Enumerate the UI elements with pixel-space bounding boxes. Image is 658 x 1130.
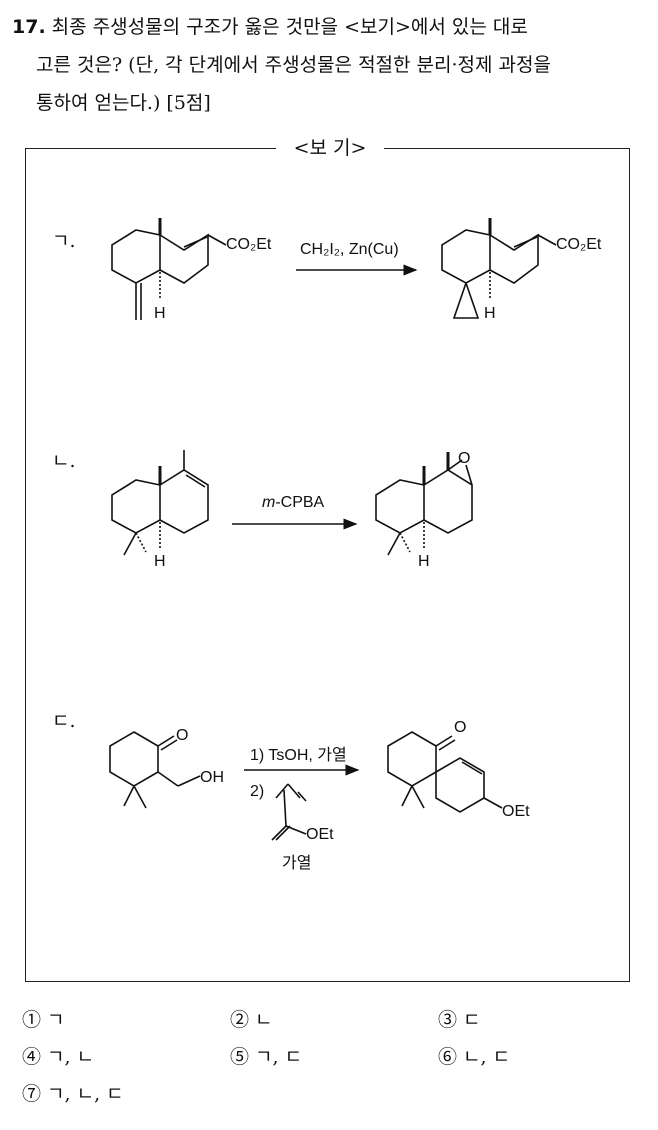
choice-7[interactable]: ⑦ ㄱ, ㄴ, ㄷ (22, 1083, 124, 1105)
reaction-c-start-o: O (176, 727, 188, 744)
choice-5[interactable]: ⑤ ㄱ, ㄷ (230, 1046, 303, 1068)
reaction-c-product-oet: OEt (502, 803, 530, 820)
item-label-b: ㄴ. (52, 450, 76, 472)
reaction-a-start-h: H (154, 305, 166, 322)
reaction-a-product (441, 218, 557, 319)
reaction-a-start-ester: CO₂Et (226, 236, 272, 253)
reaction-b-product-h: H (418, 553, 430, 570)
question-number: 17. (12, 16, 46, 38)
reaction-c-reagent-2: 2) (250, 783, 264, 800)
reaction-b-starting-material (111, 450, 209, 556)
reaction-a-product-h: H (484, 305, 496, 322)
reaction-a-starting-material (111, 218, 227, 320)
reaction-b-product (375, 452, 473, 556)
reaction-c-start-oh: OH (200, 769, 224, 786)
question-line-3: 통하여 얻는다.) [5점] (36, 92, 211, 114)
choice-1[interactable]: ① ㄱ (22, 1009, 65, 1031)
item-label-c: ㄷ. (52, 710, 76, 732)
choice-6[interactable]: ⑥ ㄴ, ㄷ (438, 1046, 511, 1068)
question-stem: 17.최종 주생성물의 구조가 옳은 것만을 <보기>에서 있는 대로 고른 것… (12, 8, 648, 122)
reaction-c-product (387, 731, 503, 813)
reaction-c-product-o: O (454, 719, 466, 736)
reaction-c-reagent-1: 1) TsOH, 가열 (250, 746, 347, 764)
reaction-a-reagent: CH₂I₂, Zn(Cu) (300, 241, 399, 258)
bogi-title: <보 기> (276, 135, 384, 161)
reaction-b-product-o: O (458, 450, 470, 467)
reaction-b-reagent: m-CPBA (262, 494, 325, 511)
item-label-a: ㄱ. (52, 230, 76, 252)
reaction-c-starting-material (109, 731, 201, 809)
choice-2[interactable]: ② ㄴ (230, 1009, 273, 1031)
question-line-2: 고른 것은? (단, 각 단계에서 주생성물은 적절한 분리·정제 과정을 (36, 54, 551, 76)
reaction-c-reagent-condition: 가열 (282, 854, 311, 872)
reaction-a-product-ester: CO₂Et (556, 236, 602, 253)
choice-4[interactable]: ④ ㄱ, ㄴ (22, 1046, 95, 1068)
reaction-b-start-h: H (154, 553, 166, 570)
choice-3[interactable]: ③ ㄷ (438, 1009, 481, 1031)
reaction-c-diene (271, 783, 307, 841)
reaction-c-diene-oet: OEt (306, 826, 334, 843)
question-line-1: 17.최종 주생성물의 구조가 옳은 것만을 <보기>에서 있는 대로 (12, 16, 528, 38)
